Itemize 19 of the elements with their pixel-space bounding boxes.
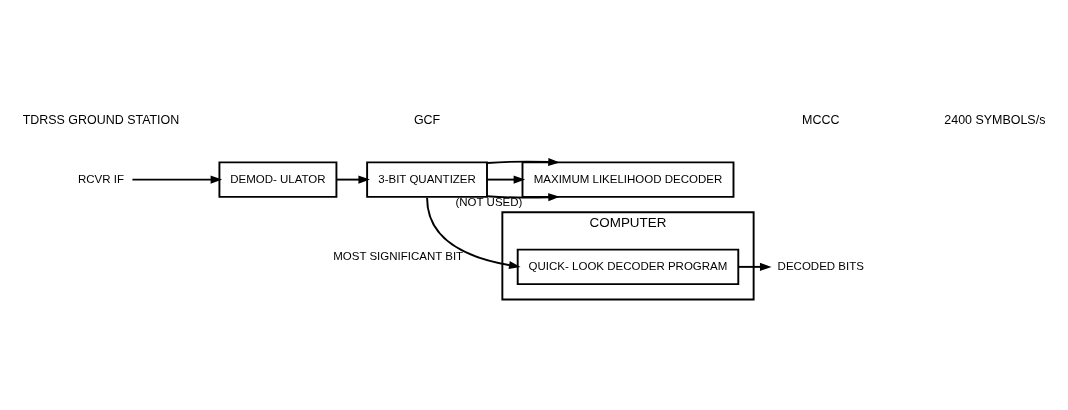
node-text: RCVR IF (77, 172, 124, 185)
label: GCF (413, 112, 441, 127)
node-box: DEMOD- ULATOR (218, 160, 338, 198)
label: 2400 SYMBOLS/s (944, 112, 1046, 127)
node-text: DECODED BITS (777, 259, 864, 272)
arrow (737, 262, 772, 271)
node-box: QUICK- LOOK DECODER PROGRAM (516, 248, 740, 285)
arrow (486, 157, 560, 166)
node-box: 3-BIT QUANTIZER (366, 160, 488, 198)
arrow (131, 175, 223, 184)
label: MCCC (802, 112, 840, 127)
arrow (335, 175, 370, 184)
arrow (426, 196, 521, 269)
arrow (486, 192, 560, 201)
label: TDRSS GROUND STATION (22, 112, 180, 127)
edge-label: MOST SIGNIFICANT BIT (333, 249, 464, 262)
arrow (486, 175, 526, 184)
node-label: (NOT USED) (455, 195, 523, 208)
node-box: MAXIMUM LIKELIHOOD DECODER (521, 160, 735, 198)
